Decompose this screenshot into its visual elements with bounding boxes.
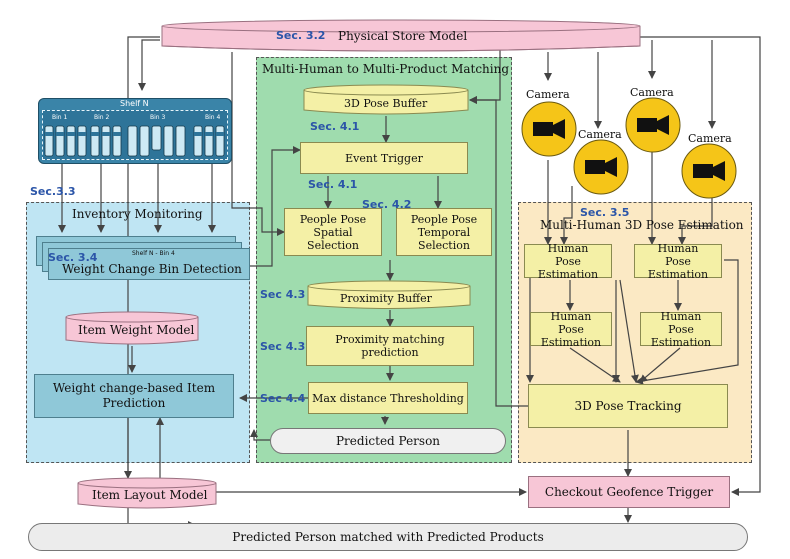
people-pose-temporal-selection: People Pose Temporal Selection <box>396 208 492 256</box>
max-distance-thresholding: Max distance Thresholding <box>308 382 468 414</box>
item-weight-model <box>65 311 199 345</box>
camera-label-4: Camera <box>688 132 732 145</box>
physical-store-model <box>161 19 641 52</box>
people-pose-spatial-selection: People Pose Spatial Selection <box>284 208 382 256</box>
pose-sec-label: Sec. 3.5 <box>580 206 630 219</box>
inventory-sec-label: Sec.3.3 <box>30 185 76 198</box>
camera-label-1: Camera <box>526 88 570 101</box>
event-trigger: Event Trigger <box>300 142 468 174</box>
proximity-matching-prediction: Proximity matching prediction <box>306 326 474 366</box>
item-layout-model-label: Item Layout Model <box>92 488 208 502</box>
item-weight-model-label: Item Weight Model <box>78 323 195 337</box>
pose-buffer-label: 3D Pose Buffer <box>344 97 428 110</box>
predicted-person: Predicted Person <box>270 428 506 454</box>
proximity-buffer <box>307 280 471 309</box>
weight-change-bin-detection <box>48 248 250 280</box>
camera-label-3: Camera <box>630 86 674 99</box>
camera-label-2: Camera <box>578 128 622 141</box>
weight-sec-label: Sec. 3.4 <box>48 251 98 264</box>
sec-42-label: Sec. 4.2 <box>362 198 412 211</box>
store-sec-label: Sec. 3.2 <box>276 29 326 42</box>
bin-label-3: Bin 3 <box>150 114 166 121</box>
store-title: Physical Store Model <box>338 29 468 43</box>
sec-41a-label: Sec. 4.1 <box>310 120 360 133</box>
shelf-items <box>44 125 225 157</box>
camera-icon <box>521 101 577 157</box>
proximity-buffer-label: Proximity Buffer <box>340 292 432 305</box>
sec-44-label: Sec 4.4 <box>260 392 306 405</box>
bin-label-1: Bin 1 <box>52 114 68 121</box>
pose-buffer <box>303 84 469 115</box>
item-layout-model <box>77 477 217 509</box>
sec-41b-label: Sec. 4.1 <box>308 178 358 191</box>
matching-title: Multi-Human to Multi-Product Matching <box>262 62 510 76</box>
human-pose-estimation-3: Human Pose Estimation <box>530 310 612 349</box>
sec-43a-label: Sec 4.3 <box>260 288 306 301</box>
inventory-title: Inventory Monitoring <box>72 207 203 221</box>
weight-label: Weight Change Bin Detection <box>62 262 242 276</box>
weight-change-item-prediction: Weight change-based Item Prediction <box>34 374 234 418</box>
human-pose-estimation-4: Human Pose Estimation <box>640 310 722 349</box>
weight-small-label: Shelf N - Bin 4 <box>132 250 175 257</box>
camera-icon <box>625 97 681 153</box>
pose-title: Multi-Human 3D Pose Estimation <box>540 218 744 232</box>
camera-icon <box>681 143 737 199</box>
pose-tracking: 3D Pose Tracking <box>528 384 728 428</box>
sec-43b-label: Sec 4.3 <box>260 340 306 353</box>
checkout-geofence-trigger: Checkout Geofence Trigger <box>528 476 730 508</box>
shelf-title: Shelf N <box>120 99 149 108</box>
final-output: Predicted Person matched with Predicted … <box>28 523 748 551</box>
bin-label-4: Bin 4 <box>205 114 221 121</box>
camera-icon <box>573 139 629 195</box>
human-pose-estimation-1: Human Pose Estimation <box>524 242 612 281</box>
human-pose-estimation-2: Human Pose Estimation <box>634 242 722 281</box>
bin-label-2: Bin 2 <box>94 114 110 121</box>
